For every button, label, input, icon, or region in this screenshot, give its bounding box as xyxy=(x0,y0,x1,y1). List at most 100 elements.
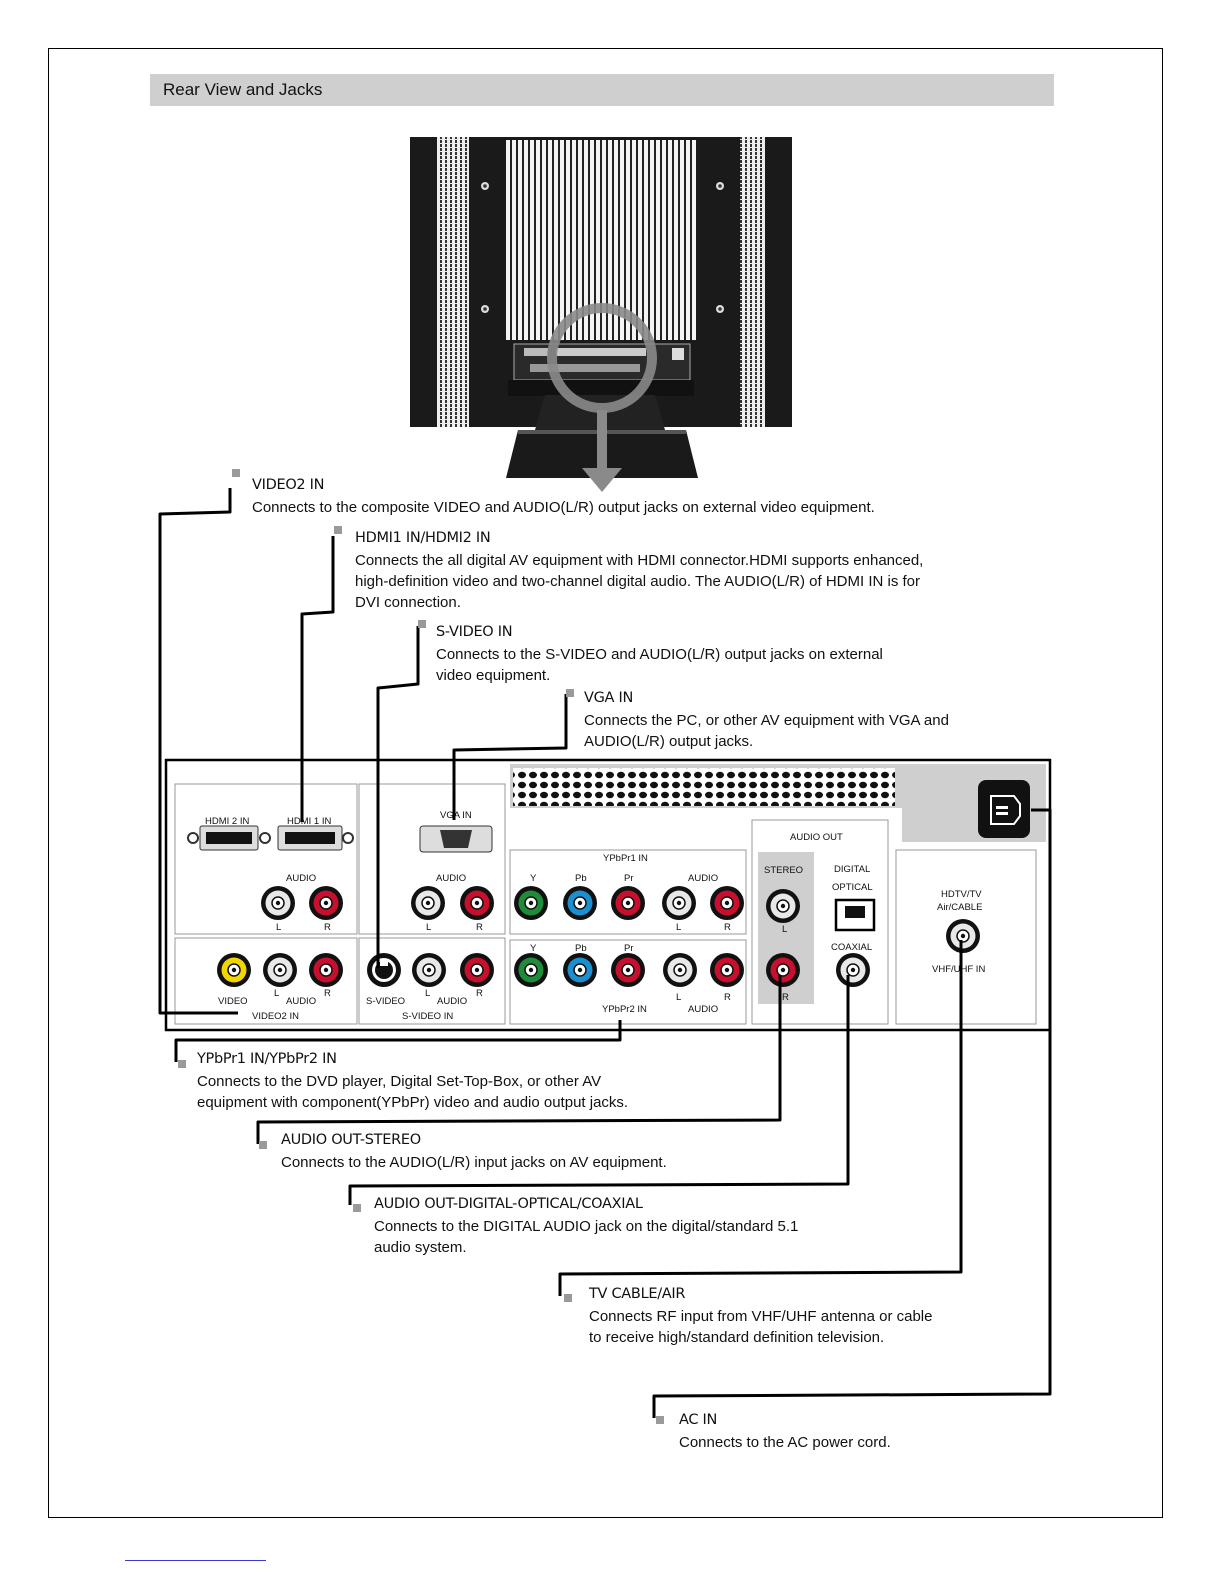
jack-stereo-r xyxy=(766,953,800,987)
callout-ac-in: AC IN Connects to the AC power cord. xyxy=(679,1411,891,1453)
callout-desc: Connects to the composite VIDEO and AUDI… xyxy=(252,497,875,518)
callout-desc: Connects to the AUDIO(L/R) input jacks o… xyxy=(281,1152,667,1173)
label-stereo-l: L xyxy=(782,924,787,935)
label-air-cable: Air/CABLE xyxy=(937,902,982,913)
callout-bullet-acin xyxy=(656,1416,664,1424)
label-svideoin: S-VIDEO IN xyxy=(402,1011,453,1022)
label-pr1: Pr xyxy=(624,873,634,884)
jack-svideo-audio-r xyxy=(460,953,494,987)
callout-bullet-video2 xyxy=(232,469,240,477)
section-header-bar xyxy=(150,74,1054,106)
callout-desc-line: equipment with component(YPbPr) video an… xyxy=(197,1094,629,1111)
callout-bullet-vga xyxy=(566,689,574,697)
callout-bullet-hdmi xyxy=(334,526,342,534)
label-ypbpr2-l: L xyxy=(676,992,681,1003)
callout-desc-line: audio system. xyxy=(374,1239,467,1256)
callout-title: YPbPr1 IN/YPbPr2 IN xyxy=(197,1051,337,1067)
label-video2in: VIDEO2 IN xyxy=(252,1011,299,1022)
label-vga-r: R xyxy=(476,922,483,933)
callout-hdmi-in: HDMI1 IN/HDMI2 IN Connects the all digit… xyxy=(355,529,923,613)
callout-desc: Connects to the AC power cord. xyxy=(679,1432,891,1453)
callout-desc-line: Connects the all digital AV equipment wi… xyxy=(355,552,924,569)
callout-desc-line: Connects RF input from VHF/UHF antenna o… xyxy=(589,1308,933,1325)
callout-bullet-digital xyxy=(353,1204,361,1212)
callout-title: HDMI1 IN/HDMI2 IN xyxy=(355,530,491,546)
label-digital: DIGITAL xyxy=(834,864,870,875)
label-hdmi1: HDMI 1 IN xyxy=(287,816,331,827)
label-stereo-r: R xyxy=(782,992,789,1003)
callout-desc: Connects to the S-VIDEO and AUDIO(L/R) o… xyxy=(436,644,883,686)
label-video: VIDEO xyxy=(218,996,248,1007)
label-sv-l: L xyxy=(425,988,430,999)
label-ypbpr2: YPbPr2 IN xyxy=(602,1004,647,1015)
tv-rear-image xyxy=(410,137,792,492)
label-stereo: STEREO xyxy=(764,865,803,876)
callout-desc-line: Connects to the DVD player, Digital Set-… xyxy=(197,1073,602,1090)
jack-ypbpr1-pb xyxy=(563,886,597,920)
label-hdmi2: HDMI 2 IN xyxy=(205,816,249,827)
hdmi2-port xyxy=(187,825,271,851)
label-v2-r: R xyxy=(324,988,331,999)
jack-svideo xyxy=(367,953,401,987)
label-ypbpr2-audio: AUDIO xyxy=(688,1004,718,1015)
callout-ypbpr-in: YPbPr1 IN/YPbPr2 IN Connects to the DVD … xyxy=(197,1050,628,1113)
callout-desc: Connects the PC, or other AV equipment w… xyxy=(584,710,949,752)
jack-ypbpr1-y xyxy=(514,886,548,920)
jack-svideo-audio-l xyxy=(412,953,446,987)
callout-desc: Connects to the DIGITAL AUDIO jack on th… xyxy=(374,1216,798,1258)
jack-vga-audio-r xyxy=(460,886,494,920)
rca-jacks xyxy=(217,886,980,987)
callout-video2-in: VIDEO2 IN Connects to the composite VIDE… xyxy=(252,476,875,518)
jack-coaxial xyxy=(836,953,870,987)
page-frame xyxy=(48,48,1163,1518)
label-hdtvtv: HDTV/TV xyxy=(941,889,982,900)
jack-hdmi-audio-l xyxy=(261,886,295,920)
jack-ypbpr1-pr xyxy=(611,886,645,920)
label-ypbpr2-r: R xyxy=(724,992,731,1003)
label-ypbpr1-audio: AUDIO xyxy=(688,873,718,884)
label-ypbpr1: YPbPr1 IN xyxy=(603,853,648,864)
label-audio-out: AUDIO OUT xyxy=(790,832,843,843)
vga-port xyxy=(419,825,493,853)
callout-desc-line: video equipment. xyxy=(436,667,551,684)
leader-lines xyxy=(158,488,1052,1418)
callout-desc-line: to receive high/standard definition tele… xyxy=(589,1329,885,1346)
label-vga-audio: AUDIO xyxy=(436,873,466,884)
callout-desc-line: DVI connection. xyxy=(355,594,461,611)
callout-desc-line: Connects to the AUDIO(L/R) input jacks o… xyxy=(281,1154,667,1171)
callout-title: TV CABLE/AIR xyxy=(589,1286,686,1302)
label-ypbpr1-l: L xyxy=(676,922,681,933)
jack-ypbpr2-audio-l xyxy=(663,953,697,987)
callout-audio-out-digital: AUDIO OUT-DIGITAL-OPTICAL/COAXIAL Connec… xyxy=(374,1195,798,1258)
callout-desc: Connects RF input from VHF/UHF antenna o… xyxy=(589,1306,932,1348)
callout-desc-line: AUDIO(L/R) output jacks. xyxy=(584,733,754,750)
label-v2-audio: AUDIO xyxy=(286,996,316,1007)
label-pb1: Pb xyxy=(575,873,587,884)
label-hdmi-l: L xyxy=(276,922,281,933)
jack-ypbpr2-audio-r xyxy=(710,953,744,987)
label-sv-r: R xyxy=(476,988,483,999)
panel-labels: HDMI 2 IN HDMI 1 IN AUDIO L R VGA IN AUD… xyxy=(205,810,985,1022)
jack-ypbpr2-pb xyxy=(563,953,597,987)
jack-ypbpr2-y xyxy=(514,953,548,987)
callout-title: VIDEO2 IN xyxy=(252,477,325,493)
callout-bullet-svideo xyxy=(418,620,426,628)
label-pr2: Pr xyxy=(624,943,634,954)
label-ypbpr1-r: R xyxy=(724,922,731,933)
jack-ypbpr2-pr xyxy=(611,953,645,987)
jack-video2-audio-l xyxy=(263,953,297,987)
callout-bullet-stereo xyxy=(259,1141,267,1149)
jack-ypbpr1-audio-r xyxy=(710,886,744,920)
callout-title: S-VIDEO IN xyxy=(436,624,513,640)
callout-svideo-in: S-VIDEO IN Connects to the S-VIDEO and A… xyxy=(436,623,883,686)
section-title: Rear View and Jacks xyxy=(163,80,323,99)
jack-video2-audio-r xyxy=(309,953,343,987)
label-v2-l: L xyxy=(274,988,279,999)
callout-title: AUDIO OUT-DIGITAL-OPTICAL/COAXIAL xyxy=(374,1196,643,1212)
label-coaxial: COAXIAL xyxy=(831,942,872,953)
callout-bullet-tvcable xyxy=(564,1294,572,1302)
vent-holes xyxy=(513,768,895,806)
callout-tv-cable-air: TV CABLE/AIR Connects RF input from VHF/… xyxy=(589,1285,932,1348)
jack-ypbpr1-audio-l xyxy=(662,886,696,920)
